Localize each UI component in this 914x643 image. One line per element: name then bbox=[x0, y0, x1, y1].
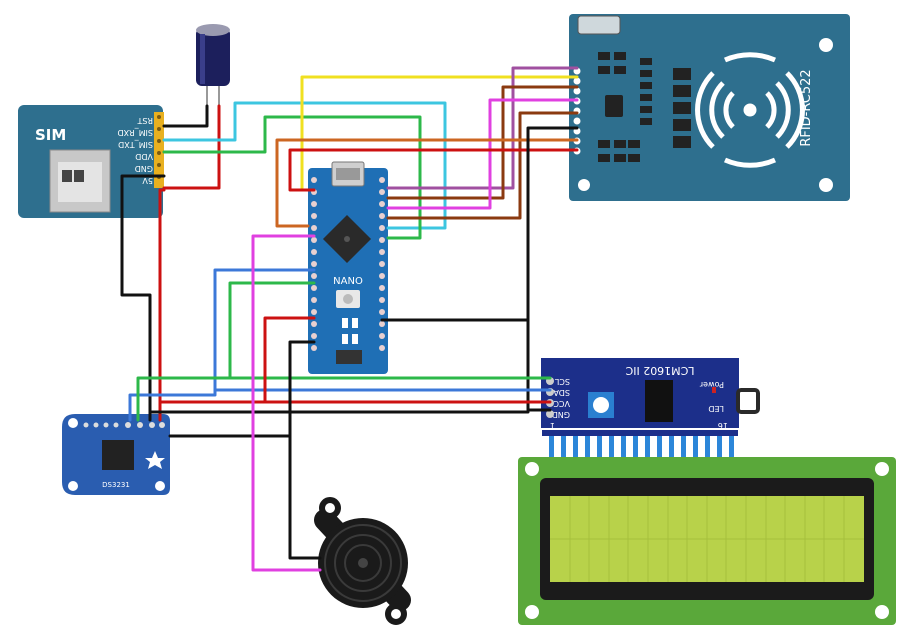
wire-rfid-purple bbox=[386, 66, 579, 190]
lcd-i2c-backpack: LCM1602 IIC SCL SDA VCC GND Power LED 1 … bbox=[541, 358, 760, 430]
sim-pin-5v: 5V bbox=[142, 176, 153, 185]
lcd-i2c-title: LCM1602 IIC bbox=[625, 364, 694, 377]
lcd-pin-sda: SDA bbox=[553, 388, 570, 397]
buzzer-icon bbox=[314, 497, 411, 625]
capacitor-icon bbox=[196, 24, 230, 106]
sim-module: SIM RST SIM_RXD SIM_TXD VDD GND 5V bbox=[18, 105, 164, 218]
sim-pin-rst: RST bbox=[137, 116, 153, 125]
wire-nano-blue bbox=[128, 268, 316, 422]
wire-rfid-magenta bbox=[386, 98, 579, 210]
lcd-pin-vcc: VCC bbox=[553, 399, 570, 408]
rfid-antenna-icon bbox=[695, 52, 805, 168]
microcontroller-chip-icon bbox=[322, 214, 372, 264]
rfid-module: RFID-RC522 bbox=[569, 14, 850, 201]
lcd-pin-gnd: GND bbox=[552, 410, 570, 419]
lcd-power-label: Power bbox=[699, 380, 724, 389]
sim-pin-rxd: SIM_RXD bbox=[117, 128, 153, 137]
wire-buzzer-magenta bbox=[251, 234, 322, 572]
lcd-pin-start: 1 bbox=[550, 421, 555, 430]
sim-pin-txd: SIM_TXD bbox=[118, 140, 153, 149]
lcd-led-label: LED bbox=[708, 404, 724, 413]
wire-nano-green bbox=[228, 281, 552, 380]
rfid-label: RFID-RC522 bbox=[799, 69, 814, 146]
wire-nano-red bbox=[263, 316, 316, 404]
wire-rfid-red bbox=[288, 148, 579, 192]
lcd-header-pins bbox=[549, 432, 734, 460]
wire-rfid-brown2 bbox=[386, 111, 579, 220]
arduino-nano: NANO bbox=[308, 161, 388, 374]
potentiometer-icon bbox=[588, 392, 614, 418]
wire-rfid-gnd bbox=[526, 126, 579, 412]
wire-sim-green bbox=[162, 115, 422, 240]
wire-rfid-orange bbox=[275, 138, 579, 228]
sim-title: SIM bbox=[35, 126, 66, 144]
wire-buzzer-black bbox=[288, 340, 322, 560]
wire-sim-5v bbox=[158, 188, 166, 422]
lcd-pin-end: 16 bbox=[718, 421, 728, 430]
wire-sim-cyan bbox=[162, 101, 447, 230]
lcd-pin-scl: SCL bbox=[554, 377, 570, 386]
wire-sim-gnd bbox=[120, 174, 166, 422]
wire-cap-black bbox=[162, 104, 209, 128]
rtc-title: DS3231 bbox=[102, 481, 130, 489]
rtc-module: DS3231 bbox=[62, 414, 170, 495]
lcd-display bbox=[518, 457, 896, 625]
wires bbox=[120, 66, 579, 572]
sim-pin-vdd: VDD bbox=[135, 152, 153, 161]
nano-label: NANO bbox=[333, 276, 363, 287]
wire-lcd-green bbox=[136, 376, 232, 422]
wire-cap-red bbox=[162, 104, 221, 190]
wire-rfid-brown1 bbox=[386, 85, 579, 200]
sim-pin-gnd: GND bbox=[135, 164, 153, 173]
